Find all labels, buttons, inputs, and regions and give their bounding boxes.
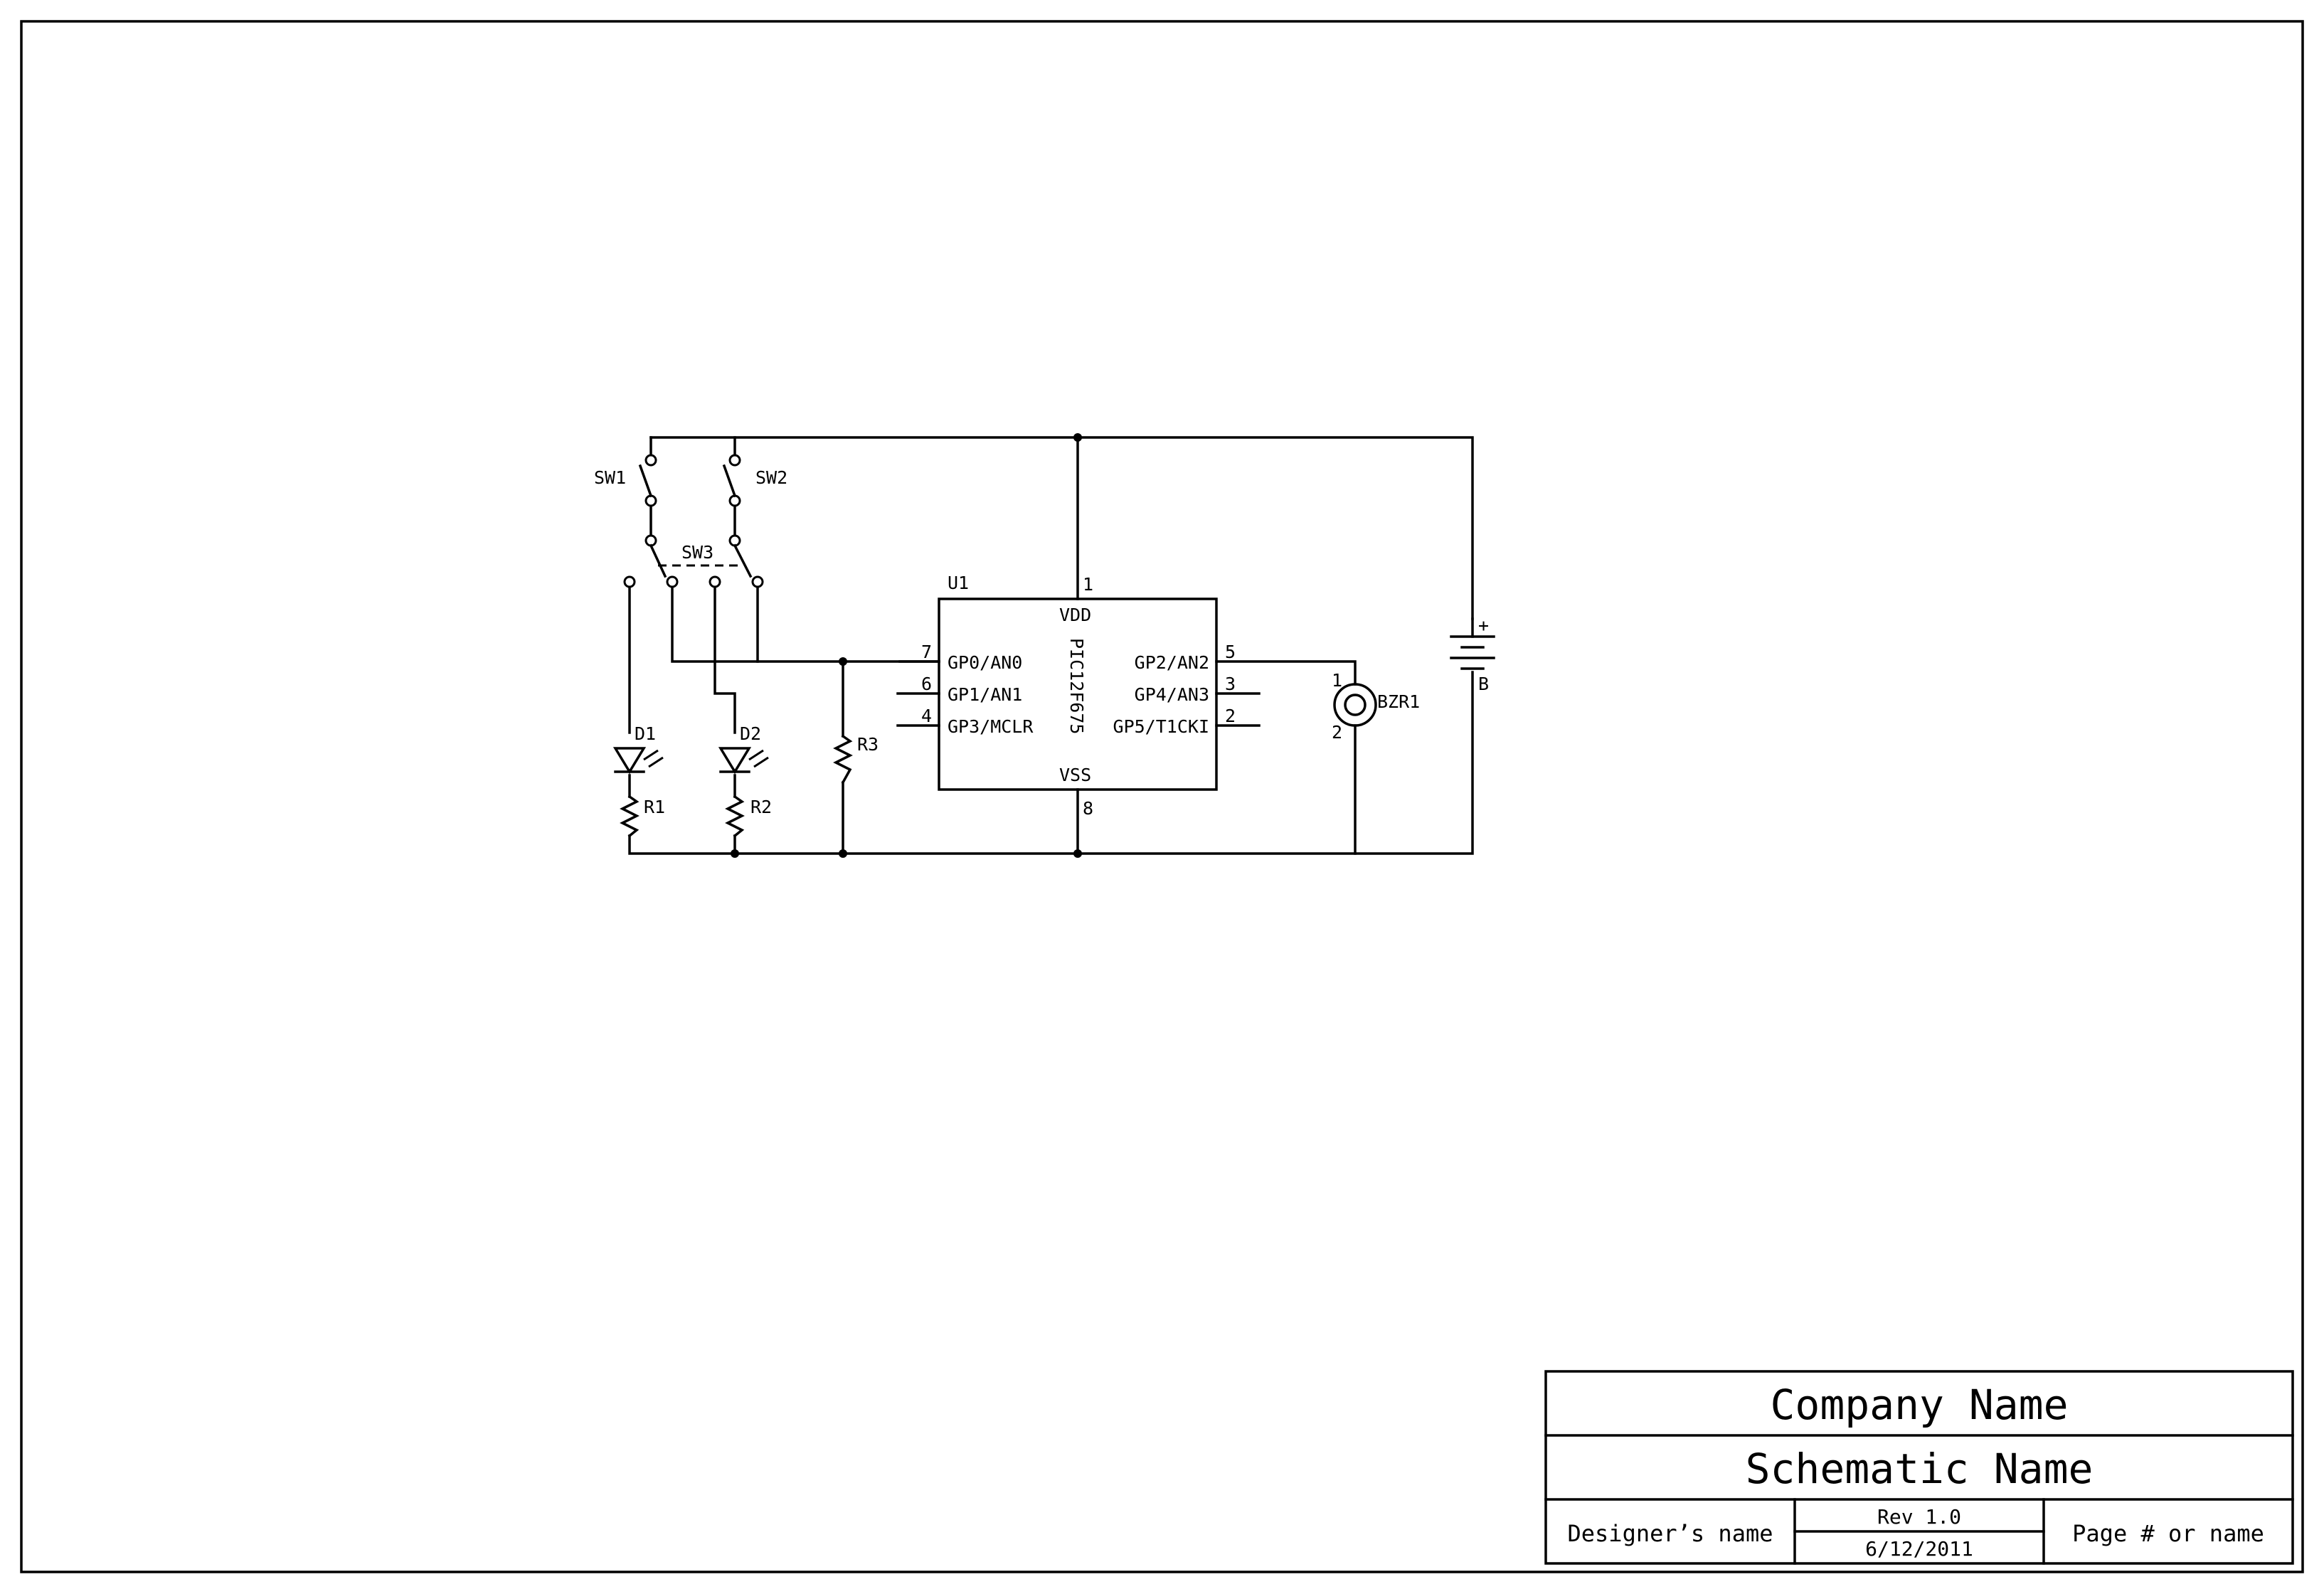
sw3-label: SW3 (681, 542, 713, 563)
junctions (731, 433, 1082, 858)
switch-sw1[interactable]: SW1 (594, 454, 657, 507)
battery-plus-label: + (1478, 615, 1489, 636)
pin-gp3-num: 4 (921, 706, 932, 726)
designer-name: Designer’s name (1568, 1520, 1773, 1547)
title-block: Company Name Schematic Name Designer’s n… (1544, 1370, 2294, 1565)
battery-label: B (1478, 674, 1489, 694)
pin-vss-name: VSS (1059, 765, 1091, 785)
switch-sw3[interactable]: SW3 (623, 534, 764, 588)
pin-vdd-name: VDD (1059, 605, 1091, 625)
led-d2: D2 (718, 723, 769, 775)
pin-vss-num: 8 (1083, 798, 1093, 819)
pin-gp4-num: 3 (1225, 674, 1236, 694)
pin-gp4-name: GP4/AN3 (1135, 684, 1209, 705)
pin-gp0-num: 7 (921, 642, 932, 662)
bzr1-label: BZR1 (1377, 691, 1420, 712)
pin-vdd-num: 1 (1083, 574, 1093, 595)
ic-u1: U1 PIC12F675 1 VDD 8 VSS 7 GP0/AN0 6 GP1… (921, 573, 1236, 819)
d1-label: D1 (635, 723, 656, 744)
pin-gp3-name: GP3/MCLR (948, 716, 1034, 737)
pin-gp0-name: GP0/AN0 (948, 652, 1022, 673)
pin-gp2-num: 5 (1225, 642, 1236, 662)
bzr1-pin1: 1 (1332, 670, 1342, 691)
pin-gp2-name: GP2/AN2 (1135, 652, 1209, 673)
r3-label: R3 (857, 734, 879, 755)
revision: Rev 1.0 (1877, 1505, 1961, 1529)
u1-ref: U1 (948, 573, 969, 593)
bzr1-pin2: 2 (1332, 722, 1342, 743)
r1-label: R1 (644, 797, 665, 817)
sw1-label: SW1 (594, 467, 626, 488)
r2-label: R2 (750, 797, 772, 817)
sheet-border (20, 20, 2304, 1573)
d2-label: D2 (740, 723, 761, 744)
pin-gp5-num: 2 (1225, 706, 1236, 726)
battery-b: + B (1450, 615, 1495, 694)
schematic-name: Schematic Name (1746, 1445, 2094, 1493)
switch-sw2[interactable]: SW2 (722, 454, 787, 507)
resistor-r2: R2 (725, 795, 772, 838)
pin-gp1-num: 6 (921, 674, 932, 694)
date: 6/12/2011 (1865, 1537, 1973, 1561)
page-name: Page # or name (2072, 1520, 2264, 1547)
u1-part: PIC12F675 (1066, 638, 1087, 734)
sw2-label: SW2 (755, 467, 787, 488)
company-name: Company Name (1770, 1381, 2068, 1429)
pin-gp1-name: GP1/AN1 (948, 684, 1022, 705)
resistor-r3: R3 (833, 734, 879, 785)
buzzer-bzr1: 1 2 BZR1 (1332, 670, 1420, 743)
wires (628, 436, 1474, 855)
resistor-r1: R1 (620, 795, 665, 838)
led-d1: D1 (612, 723, 664, 775)
pin-gp5-name: GP5/T1CKI (1113, 716, 1209, 737)
